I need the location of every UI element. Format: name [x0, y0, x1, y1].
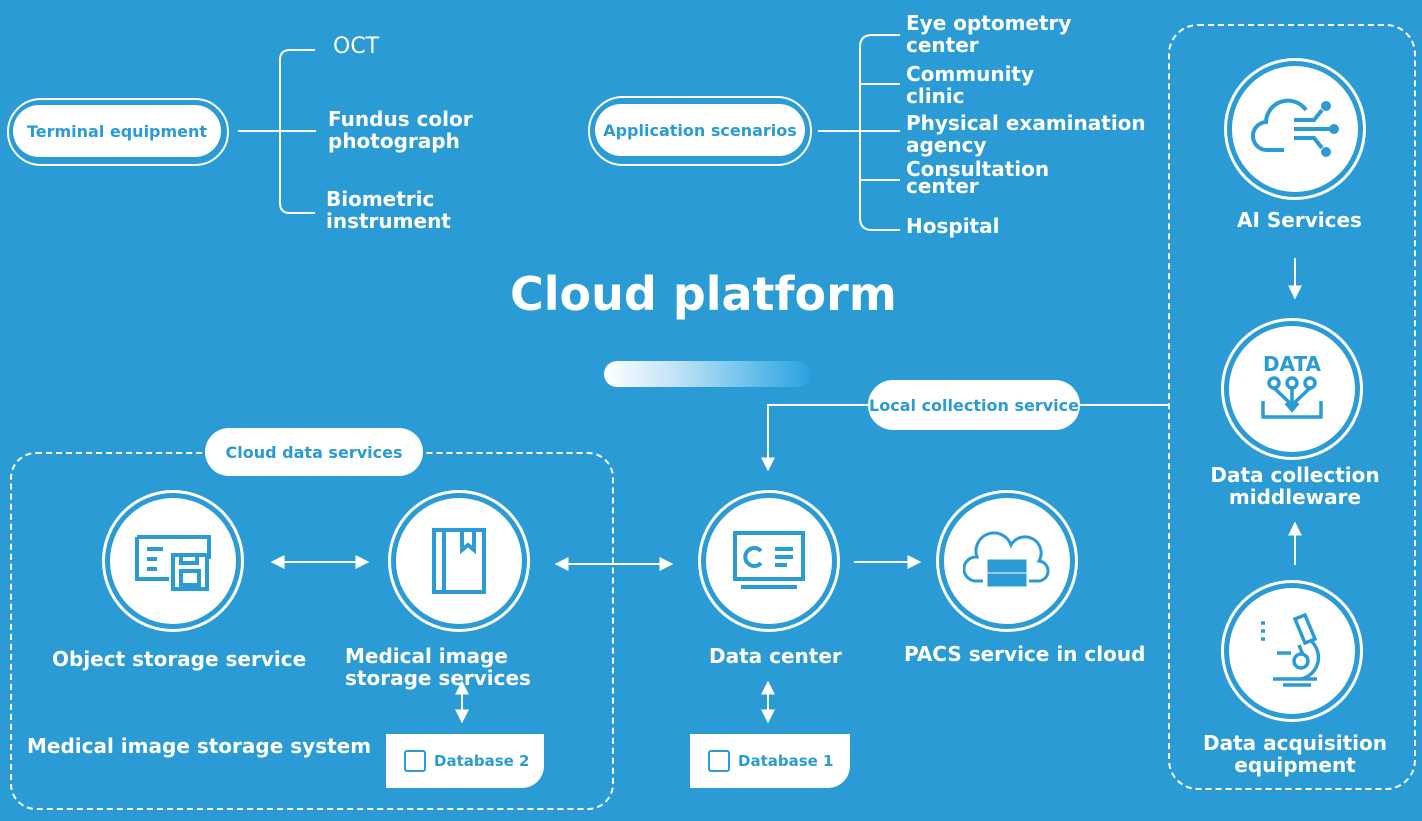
- terminal-equipment-label: Terminal equipment: [13, 105, 221, 157]
- ai-services-label: AI Services: [1237, 208, 1362, 232]
- terminal-item-fundus: Fundus color photograph: [328, 107, 473, 153]
- local-collection-service-label: Local collection service: [868, 380, 1080, 430]
- cloud-data-services-label: Cloud data services: [205, 428, 423, 476]
- data-funnel-icon: [1261, 376, 1323, 419]
- data-center-ring: [698, 490, 840, 632]
- terminal-equipment-outline: [7, 98, 229, 166]
- pacs-ring: [936, 490, 1078, 632]
- acquisition-label: Data acquisition equipment: [1202, 731, 1388, 777]
- data-center-circle: [706, 498, 832, 624]
- object-storage-circle: [110, 498, 236, 624]
- database-1: Database 1: [690, 734, 850, 788]
- application-scenarios-outline: [588, 96, 812, 166]
- application-scenarios-label: Application scenarios: [595, 104, 805, 156]
- pacs-label: PACS service in cloud: [904, 642, 1146, 666]
- data-middleware-circle: DATA: [1229, 326, 1355, 452]
- application-item-consultation: Consultation center: [906, 157, 1050, 198]
- data-middleware-ring: [1221, 318, 1363, 460]
- medical-image-storage-ring: [388, 490, 530, 632]
- storage-icon: [135, 535, 211, 591]
- title-gradient-bar: [604, 361, 810, 387]
- object-storage-ring: [102, 490, 244, 632]
- application-item-eye-optometry: Eye optometry center: [906, 11, 1072, 57]
- application-item-hospital: Hospital: [906, 214, 1000, 238]
- medical-image-storage-label: Medical image storage services: [345, 644, 531, 690]
- database-1-label: Database 1: [738, 752, 834, 770]
- data-center-label: Data center: [709, 644, 842, 668]
- data-icon-text: DATA: [1262, 352, 1322, 376]
- monitor-icon: [733, 531, 805, 589]
- database-icon: [404, 750, 426, 772]
- right-column-box: [1168, 24, 1416, 790]
- database-2: Database 2: [386, 734, 544, 788]
- acquisition-ring: [1221, 580, 1363, 722]
- database-icon: [708, 750, 730, 772]
- medical-image-storage-system-label: Medical image storage system: [27, 734, 372, 758]
- application-item-physical-exam: Physical examination agency: [906, 111, 1146, 157]
- application-item-community-clinic: Community clinic: [906, 62, 1035, 108]
- page-title: Cloud platform: [510, 267, 897, 321]
- medical-image-storage-circle: [396, 498, 522, 624]
- cloud-server-icon: [963, 531, 1050, 587]
- ai-cloud-icon: [1250, 98, 1339, 157]
- ai-services-circle: [1232, 66, 1358, 192]
- pacs-circle: [944, 498, 1070, 624]
- terminal-item-oct: OCT: [333, 34, 380, 59]
- ai-services-ring: [1224, 58, 1366, 200]
- book-icon: [432, 528, 486, 594]
- acquisition-circle: [1229, 588, 1355, 714]
- data-middleware-label: Data collection middleware: [1210, 463, 1380, 509]
- microscope-icon: [1261, 613, 1321, 687]
- database-2-label: Database 2: [434, 752, 530, 770]
- object-storage-label: Object storage service: [52, 647, 307, 671]
- terminal-item-biometric: Biometric instrument: [326, 187, 451, 233]
